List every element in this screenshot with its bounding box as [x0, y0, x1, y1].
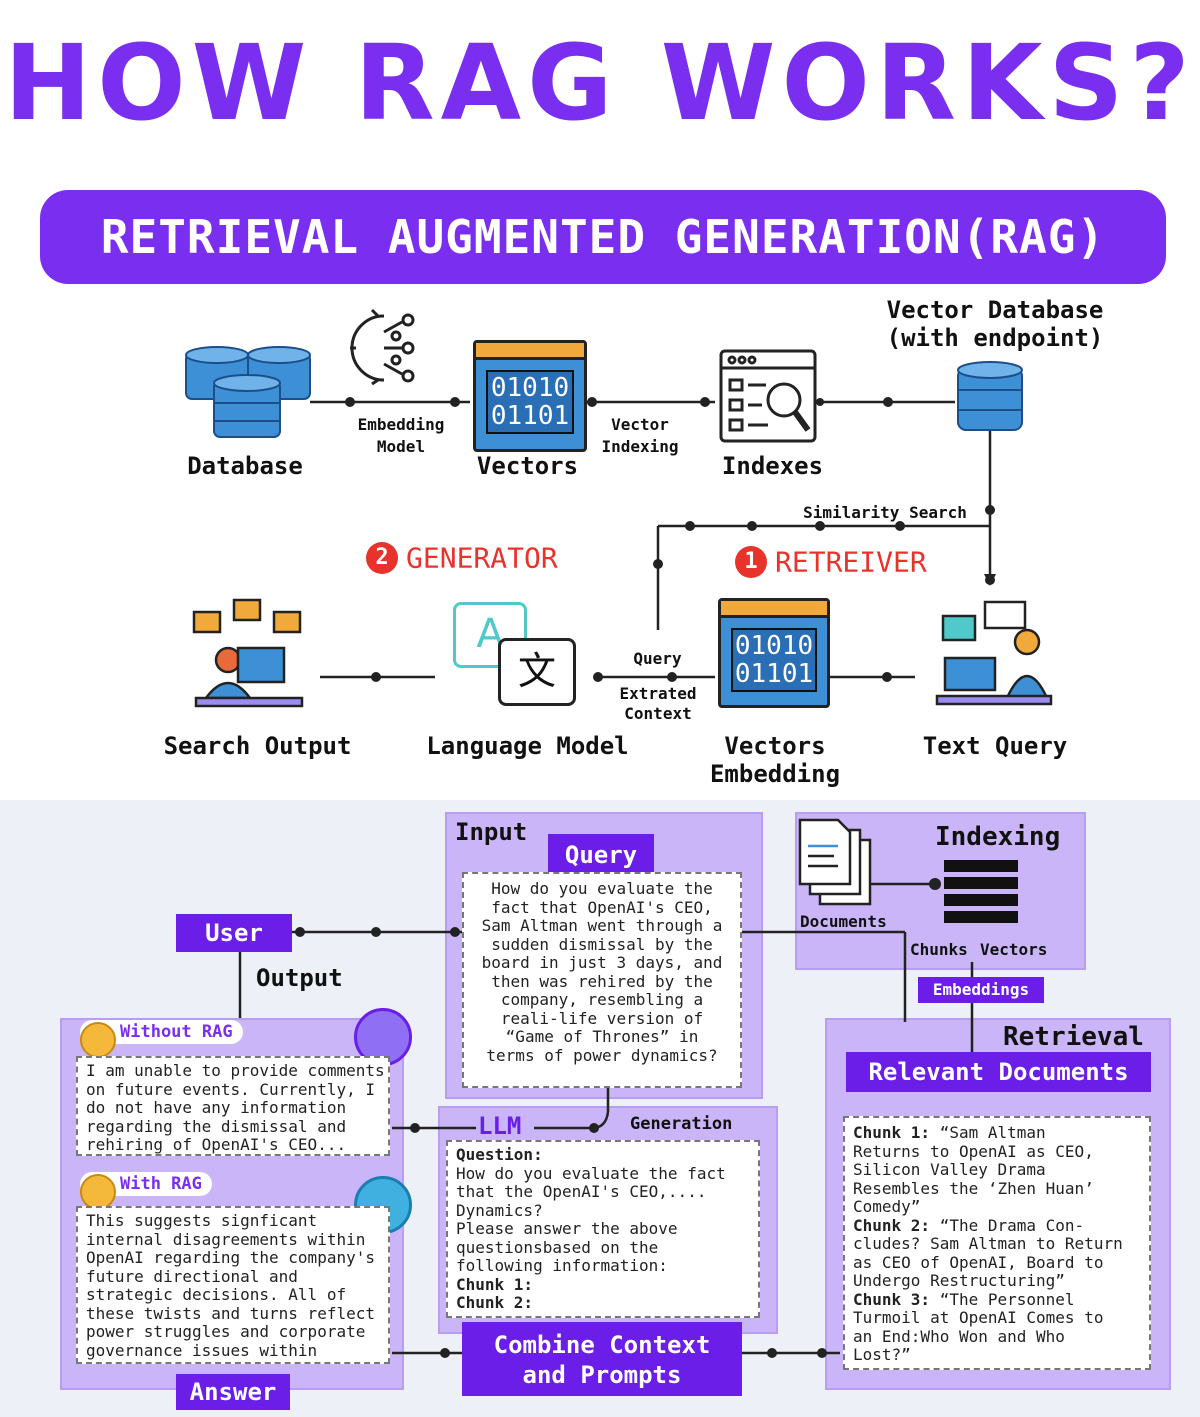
chunks-label: Chunks [910, 940, 968, 959]
prompt-line: Chunk 2: [456, 1293, 534, 1312]
chunk-text: “The Personnel [930, 1289, 1075, 1309]
indexing-heading: Indexing [935, 822, 1061, 852]
database-icon [185, 346, 311, 438]
chunk-line: Lost?” [853, 1345, 1149, 1365]
vector-database-icon [957, 361, 1023, 431]
input-heading: Input [455, 818, 528, 846]
relevant-documents-pill: Relevant Documents [846, 1052, 1151, 1092]
chunk-text: Resembles the ‘Zhen Huan’ [853, 1178, 1094, 1198]
prompt-line: that the OpenAI's CEO,.... [456, 1182, 707, 1201]
query-pill: Query [548, 834, 654, 876]
prompt-line: following information: [456, 1256, 668, 1275]
documents-icon [798, 818, 872, 906]
chunk-text: “The Drama Con- [930, 1215, 1085, 1235]
chunk-text: Silicon Valley Drama [853, 1160, 1046, 1179]
output-heading: Output [256, 964, 343, 992]
indexes-label: Indexes [721, 452, 824, 480]
chunk-line: Chunk 3: “The Personnel [853, 1289, 1149, 1310]
language-a-icon: A [453, 602, 527, 668]
chunk-text: an End:Who Won and Who [853, 1326, 1065, 1346]
chunk-line: Silicon Valley Drama [853, 1160, 1149, 1180]
with-rag-answer: This suggests signficant internal disagr… [76, 1206, 390, 1364]
chunk-text: as CEO of OpenAI, Board to [853, 1252, 1104, 1272]
database-label: Database [187, 452, 303, 480]
language-translate-icon: 文 [498, 638, 576, 706]
generator-number: 2 [366, 542, 398, 574]
llm-label: LLM [478, 1112, 522, 1140]
chunk-line: Returns to OpenAI as CEO, [853, 1141, 1149, 1162]
chunk-text: “Sam Altman [930, 1123, 1046, 1142]
documents-label: Documents [800, 912, 887, 931]
chunk-label: Chunk 3: [853, 1289, 931, 1309]
vectors-embedding-icon: 01010 01101 [718, 598, 830, 708]
vectors-label: Vectors [476, 452, 579, 480]
prompt-line: Question: [456, 1145, 543, 1164]
combine-context-pill: Combine Context and Prompts [462, 1322, 742, 1396]
indexes-icon [719, 349, 817, 443]
vector-indexing-label: Vector Indexing [601, 415, 679, 456]
user-pill: User [176, 914, 292, 952]
chunk-label: Chunk 2: [853, 1215, 931, 1235]
vector-database-label: Vector Database (with endpoint) [886, 296, 1104, 352]
generation-heading: Generation [630, 1114, 733, 1134]
chunk-label: Chunk 1: [853, 1123, 931, 1142]
similarity-search-label: Similarity Search [803, 503, 967, 522]
with-rag-tag: With RAG [80, 1172, 212, 1210]
chunk-line: Undergo Restructuring” [853, 1271, 1149, 1291]
banner-subtitle: RETRIEVAL AUGMENTED GENERATION(RAG) [40, 190, 1166, 284]
chunk-line: Chunk 2: “The Drama Con- [853, 1215, 1149, 1236]
vectors-label-bottom: Vectors [980, 940, 1048, 959]
smiling-face-icon [80, 1174, 116, 1210]
chunk-line: Chunk 1: “Sam Altman [853, 1123, 1149, 1143]
prompt-line: How do you evaluate the fact [456, 1163, 726, 1183]
embedding-model-label: Embedding Model [357, 415, 445, 456]
extracted-context-label: Extrated Context [619, 684, 697, 723]
top-connectors [310, 397, 996, 682]
text-query-icon [935, 600, 1053, 706]
bottom-connectors [238, 878, 974, 1358]
without-rag-answer: I am unable to provide comments on futur… [76, 1056, 390, 1156]
prompt-line: Chunk 1: [456, 1274, 534, 1294]
text-query-label: Text Query [922, 732, 1068, 760]
language-model-label: Language Model [426, 732, 629, 760]
chunk-line: Comedy” [853, 1197, 1149, 1217]
answer-pill: Answer [176, 1374, 290, 1410]
chunk-text: cludes? Sam Altman to Return [853, 1234, 1123, 1253]
chunk-text: Undergo Restructuring” [853, 1271, 1065, 1290]
dizzy-face-icon [80, 1022, 116, 1058]
search-output-icon [192, 598, 304, 708]
without-rag-tag: Without RAG [80, 1020, 243, 1058]
chunk-line: cludes? Sam Altman to Return [853, 1234, 1149, 1254]
chunk-text: Lost?” [853, 1345, 911, 1364]
search-output-label: Search Output [163, 732, 352, 760]
query-connector-label: Query [633, 649, 682, 668]
prompt-line: Please answer the above [456, 1219, 678, 1238]
retriever-number: 1 [735, 546, 767, 578]
retrieval-heading: Retrieval [1003, 1022, 1144, 1052]
vectors-embedding-label: Vectors Embedding [709, 732, 841, 788]
chunk-text: Returns to OpenAI as CEO, [853, 1141, 1094, 1161]
prompt-line: Dynamics? [456, 1200, 543, 1220]
chunk-line: Resembles the ‘Zhen Huan’ [853, 1178, 1149, 1199]
page-title: HOW RAG WORKS? [4, 22, 1196, 144]
chunk-text: Comedy” [853, 1197, 921, 1216]
chunk-line: as CEO of OpenAI, Board to [853, 1252, 1149, 1273]
vectors-icon: 01010 01101 [473, 340, 587, 452]
prompt-line: questionsbased on the [456, 1237, 659, 1257]
embeddings-pill: Embeddings [918, 977, 1044, 1003]
query-text-box: How do you evaluate the fact that OpenAI… [462, 872, 742, 1088]
chunk-text: Turmoil at OpenAI Comes to [853, 1308, 1104, 1327]
chunk-line: Turmoil at OpenAI Comes to [853, 1308, 1149, 1328]
chunks-stack-icon [944, 860, 1018, 923]
chunk-line: an End:Who Won and Who [853, 1326, 1149, 1347]
embedding-model-icon [350, 308, 415, 386]
